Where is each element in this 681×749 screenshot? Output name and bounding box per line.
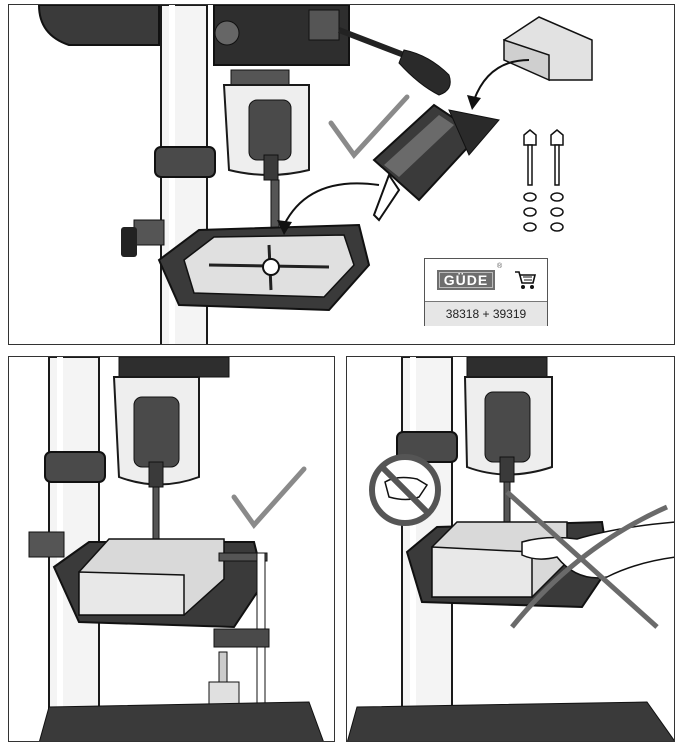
- check-icon: [328, 94, 410, 159]
- prohibited-hand-icon: [369, 454, 441, 526]
- clamped-workpiece-illustration: [28, 357, 324, 741]
- product-info-box: GÜDE ® 38318 + 39319: [424, 258, 548, 326]
- shopping-cart-icon: [515, 271, 537, 289]
- brand-logo: GÜDE: [437, 270, 495, 290]
- brand-row: GÜDE ®: [425, 259, 547, 301]
- panel-hand-held-prohibited: [346, 356, 675, 742]
- article-numbers: 38318 + 39319: [425, 301, 547, 326]
- hand-held-prohibited-illustration: [347, 357, 674, 741]
- panel-vise-accessory: GÜDE ® 38318 + 39319: [8, 4, 675, 345]
- check-icon: [231, 466, 307, 529]
- registered-mark: ®: [497, 263, 503, 270]
- panel-workpiece-clamped: [8, 356, 335, 742]
- drill-press-vise-illustration: [37, 5, 593, 344]
